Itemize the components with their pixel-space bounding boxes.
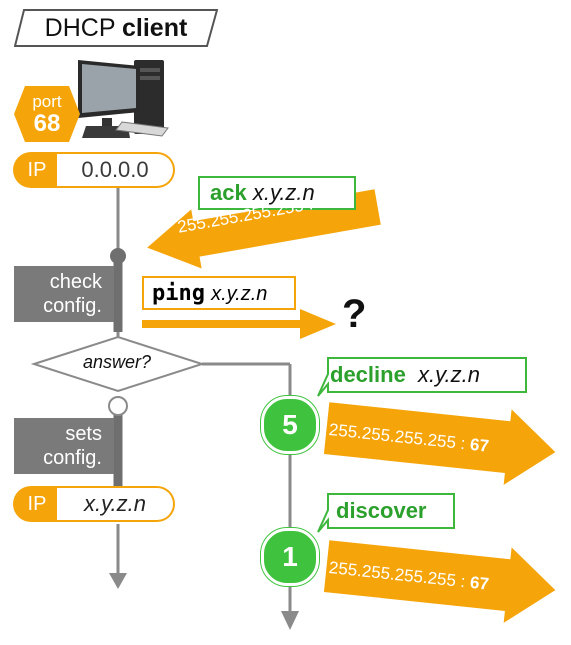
- decline-addr: x.y.z.n: [418, 362, 480, 387]
- check-config-box: check config.: [14, 266, 114, 322]
- decline-arrow: [323, 402, 556, 485]
- sets-config-box: sets config.: [14, 418, 114, 474]
- port-label: port: [32, 92, 62, 111]
- sets-config-line1: sets: [65, 423, 102, 445]
- ip-initial-pill: IP 0.0.0.0: [13, 152, 175, 188]
- port-badge: port 68: [13, 84, 81, 144]
- title-prefix: DHCP: [44, 14, 116, 42]
- decision-label: answer?: [82, 352, 152, 372]
- ack-port: 68: [315, 190, 338, 213]
- discover-callout: [317, 493, 455, 533]
- decline-callout: [317, 357, 527, 397]
- check-config-line1: check: [49, 271, 102, 293]
- step-1-circle: 1: [261, 528, 319, 586]
- junction-dot: [110, 248, 126, 264]
- ip-cap: IP: [13, 152, 61, 188]
- port-number: 68: [33, 110, 61, 137]
- no-answer-dot: [108, 396, 128, 416]
- ack-label: ack: [210, 180, 247, 205]
- sets-config-line2: config.: [43, 447, 102, 469]
- ping-label: ping: [152, 281, 205, 306]
- discover-label: discover: [336, 498, 427, 523]
- ack-addr: x.y.z.n: [252, 180, 315, 205]
- ping-result: ?: [342, 292, 367, 336]
- check-config-line2: config.: [43, 295, 102, 317]
- ip-final-value: x.y.z.n: [57, 486, 175, 522]
- ping-addr: x.y.z.n: [211, 283, 268, 305]
- ip-final-pill: IP x.y.z.n: [13, 486, 175, 522]
- decline-label: decline: [330, 362, 406, 387]
- ip-final-cap: IP: [13, 486, 61, 522]
- computer-icon: [78, 60, 169, 138]
- ack-message: ack x.y.z.n: [198, 176, 356, 210]
- ping-message: ping x.y.z.n: [142, 276, 296, 310]
- ping-arrow: [142, 309, 336, 339]
- title-bold: client: [122, 14, 188, 42]
- decision-diamond: [30, 335, 206, 393]
- discover-port: 67: [469, 572, 490, 594]
- discover-arrow: [323, 540, 556, 623]
- decline-port: 67: [469, 434, 490, 456]
- decline-text: decline x.y.z.n: [330, 362, 480, 388]
- step-5-circle: 5: [261, 396, 319, 454]
- diagram-title: DHCP client: [14, 9, 218, 47]
- ip-initial-value: 0.0.0.0: [57, 152, 175, 188]
